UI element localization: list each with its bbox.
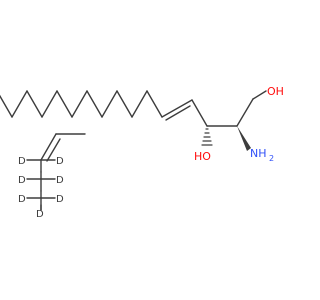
bond-c9-c10 [86, 90, 103, 118]
deuterium-label-6: D [56, 194, 64, 205]
deuterium-label-4: D [56, 175, 64, 186]
bond-c4-c5 [161, 99, 193, 118]
bond-c1-c2 [236, 98, 254, 127]
bond-c1-o [252, 90, 267, 100]
hydroxyl-label-c3: HO [194, 150, 211, 163]
bond-c12-c13 [41, 90, 58, 118]
bond-c5-c6 [146, 90, 163, 118]
bond-c7-c8 [116, 90, 133, 118]
carbon-skeleton [0, 90, 267, 127]
bond-c8-c9 [101, 90, 118, 118]
bond-tail-b [40, 133, 57, 161]
bond-c11-c12 [56, 90, 73, 118]
deuterium-label-1: D [18, 156, 26, 167]
molecule-diagram: OH NH 2 HO D D D D D D D [0, 85, 284, 220]
bond-c15-c16 [0, 94, 13, 118]
hydroxyl-label-c1: OH [267, 85, 284, 98]
deuterium-label-2: D [56, 156, 64, 167]
amino-subscript: 2 [269, 154, 274, 163]
bond-c6-c7 [131, 90, 148, 118]
bond-c13-c14 [26, 90, 43, 118]
deuterium-label-7: D [36, 209, 44, 220]
bond-c14-c15 [11, 90, 28, 118]
wedge-bond-c2-n [237, 126, 251, 151]
bond-c3-c4 [191, 99, 208, 127]
bond-tail-double [46, 138, 61, 162]
hash-bond-c3-o [201, 128, 213, 146]
bond-c10-c11 [71, 90, 88, 118]
deuterium-bonds [26, 159, 56, 211]
deuterium-label-3: D [18, 175, 26, 186]
bond-c4-c5-double [165, 105, 191, 121]
amino-label: NH [250, 147, 267, 160]
deuterium-label-5: D [18, 194, 26, 205]
deuterated-tail [40, 133, 86, 211]
